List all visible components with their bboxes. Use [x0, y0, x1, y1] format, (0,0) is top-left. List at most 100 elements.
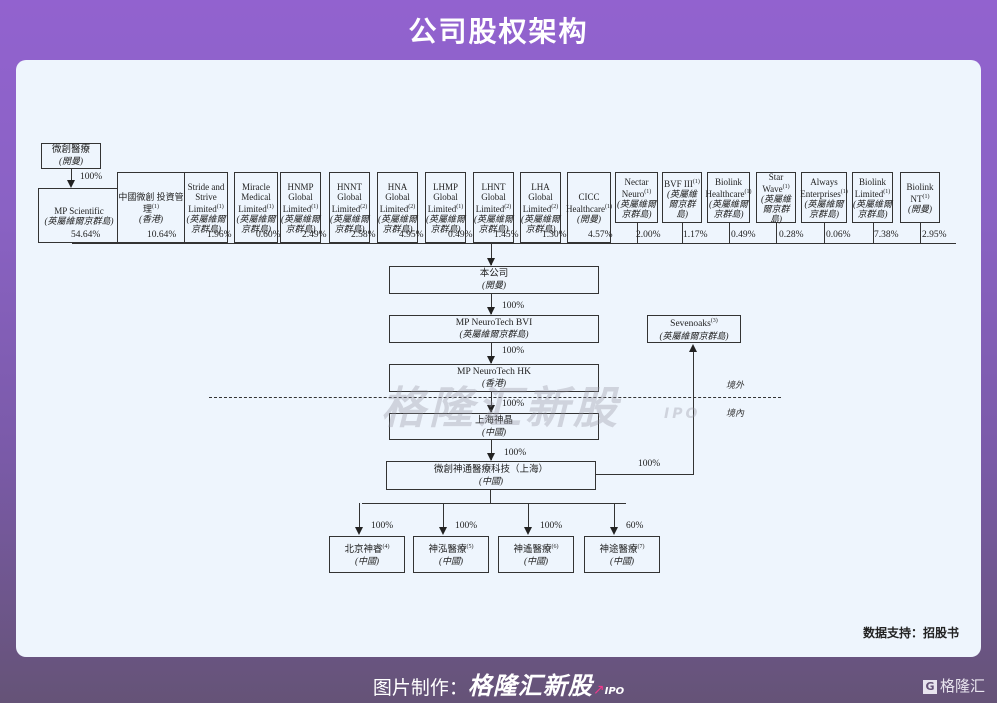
- footnote-ref: (2): [504, 203, 512, 210]
- node-name: 神遙醫療(6): [513, 543, 559, 556]
- node-jurisdiction: (中國): [355, 556, 379, 567]
- subsidiary-node: 神泓醫療(5)(中國): [413, 536, 489, 573]
- pct-label: 100%: [455, 521, 478, 531]
- trend-arrow-icon: ↗: [592, 682, 605, 698]
- connector: [824, 223, 826, 243]
- arrow-down-icon: [439, 527, 447, 535]
- shareholder-node: MP Scientific(英屬維爾京群島): [38, 188, 120, 243]
- arrow-up-icon: [689, 344, 697, 352]
- node-name: LHA Global Limited(2): [522, 181, 559, 214]
- shareholder-node: HNNT Global Limited(2)(英屬維爾京群島): [329, 172, 370, 243]
- footnote-ref: (5): [466, 543, 474, 550]
- shareholder-node: BVF III(1)(英屬維爾京群島): [662, 172, 702, 223]
- node-jurisdiction: (中國): [482, 426, 506, 437]
- pct-label: 100%: [502, 346, 525, 356]
- node-name: CICC Healthcare(1): [566, 191, 612, 214]
- shareholder-node: LHMP Global Limited(1)(英屬維爾京群島): [425, 172, 466, 243]
- footer-credit: 图片制作：格隆汇新股↗IPO: [0, 666, 997, 701]
- shareholder-node: CICC Healthcare(1)(開曼): [566, 172, 612, 243]
- node-top-parent: 微創醫療 (開曼): [41, 143, 101, 169]
- node-jurisdiction: (英屬維爾京群島): [236, 213, 276, 234]
- shareholder-node: HNMP Global Limited(1)(英屬維爾京群島): [280, 172, 321, 243]
- node-jurisdiction: (開曼): [59, 156, 83, 166]
- footer-brand: 格隆汇新股: [467, 672, 593, 700]
- node-company: 本公司 (開曼): [389, 266, 599, 294]
- node-jurisdiction: (英屬維爾京群島): [804, 198, 844, 219]
- pct-label: 1.17%: [683, 230, 708, 240]
- connector: [491, 343, 493, 363]
- pct-label: 4.57%: [588, 230, 613, 240]
- pct-label: 1.96%: [207, 230, 232, 240]
- node-jurisdiction: (英屬維爾京群島): [659, 330, 729, 341]
- node-name: 上海神晶: [474, 415, 513, 426]
- node-name: Nectar Neuro(1): [621, 176, 652, 199]
- shareholder-node: Biolink Healthcare(1)(英屬維爾京群島): [706, 172, 752, 223]
- node-microport-neurotech-shanghai: 微創神通醫療科技（上海） (中國): [386, 461, 596, 490]
- footer-ipo: IPO: [604, 686, 625, 697]
- node-name: MP Scientific: [54, 205, 104, 216]
- node-name: LHNT Global Limited(2): [475, 181, 512, 214]
- node-jurisdiction: (英屬維爾京群島): [426, 213, 465, 234]
- region-label-onshore: 境內: [726, 408, 745, 418]
- node-name: HNNT Global Limited(2): [331, 181, 368, 214]
- connector: [528, 503, 530, 531]
- pct-label: 100%: [638, 459, 661, 469]
- node-name: Sevenoaks: [670, 319, 711, 330]
- footnote-ref: (1): [456, 203, 464, 210]
- pct-label: 100%: [80, 172, 103, 182]
- node-jurisdiction: (英屬維爾京群島): [521, 213, 560, 234]
- subsidiary-bus: [362, 503, 626, 505]
- node-jurisdiction: (開曼): [482, 280, 506, 290]
- node-name: 微創神通醫療科技（上海）: [433, 464, 548, 475]
- pct-label: 2.00%: [636, 230, 661, 240]
- connector: [693, 346, 695, 475]
- node-name: Star Wave(1): [762, 171, 790, 194]
- node-jurisdiction: (英屬維爾京群島): [853, 198, 892, 219]
- subsidiary-node: 北京神睿(4)(中國): [329, 536, 405, 573]
- shareholder-node: HNA Global Limited(2)(英屬維爾京群島): [377, 172, 418, 243]
- arrow-down-icon: [487, 453, 495, 461]
- shareholder-node: Stride and Strive Limited(1)(英屬維爾京群島): [184, 172, 228, 243]
- pct-label: 0.49%: [448, 230, 473, 240]
- node-name: HNA Global Limited(2): [379, 181, 416, 214]
- footnote-ref: (7): [637, 543, 645, 550]
- data-source: 数据支持：招股书: [862, 626, 959, 640]
- footer-prefix: 图片制作：: [372, 677, 468, 699]
- footnote-ref: (1): [692, 178, 700, 185]
- footnote-ref: (1): [840, 188, 848, 195]
- pct-label: 7.38%: [874, 230, 899, 240]
- node-jurisdiction: (中國): [610, 556, 634, 567]
- node-name: HNMP Global Limited(1): [282, 181, 319, 214]
- connector: [596, 474, 694, 476]
- footnote-ref: (1): [922, 193, 930, 200]
- node-jurisdiction: (香港): [139, 213, 163, 224]
- pct-label: 100%: [371, 521, 394, 531]
- page-title: 公司股权架构: [408, 15, 589, 48]
- shareholder-node: Always Enterprises(1)(英屬維爾京群島): [800, 172, 848, 223]
- node-jurisdiction: (中國): [439, 556, 463, 567]
- pct-label: 100%: [540, 521, 563, 531]
- pct-label: 10.64%: [147, 230, 177, 240]
- pct-label: 0.60%: [256, 230, 281, 240]
- logo-mark-icon: G: [922, 679, 937, 694]
- node-name: MP NeuroTech BVI: [455, 318, 533, 328]
- shareholder-node: Nectar Neuro(1)(英屬維爾京群島): [615, 172, 658, 223]
- footnote-ref: (1): [311, 203, 319, 210]
- pct-label: 1.30%: [542, 230, 567, 240]
- diagram-card: 微創醫療 (開曼) 100% MP Scientific(英屬維爾京群島)54.…: [16, 60, 981, 657]
- shareholder-node: LHA Global Limited(2)(英屬維爾京群島): [520, 172, 561, 243]
- node-jurisdiction: (開曼): [908, 203, 932, 214]
- node-jurisdiction: (英屬維爾京群島): [44, 215, 114, 226]
- node-jurisdiction: (英屬維爾京群島): [474, 213, 513, 234]
- node-jurisdiction: (中國): [479, 475, 503, 486]
- offshore-onshore-divider: [209, 397, 781, 398]
- node-name: Biolink NT(1): [906, 181, 934, 204]
- node-jurisdiction: (英屬維爾京群島): [281, 213, 320, 234]
- pct-label: 100%: [504, 448, 527, 458]
- node-mp-neurotech-bvi: MP NeuroTech BVI (英屬維爾京群島): [389, 315, 599, 343]
- connector: [71, 169, 73, 186]
- pct-label: 100%: [502, 301, 525, 311]
- connector: [920, 223, 922, 243]
- footnote-ref: (1): [744, 188, 752, 195]
- node-jurisdiction: (中國): [524, 556, 548, 567]
